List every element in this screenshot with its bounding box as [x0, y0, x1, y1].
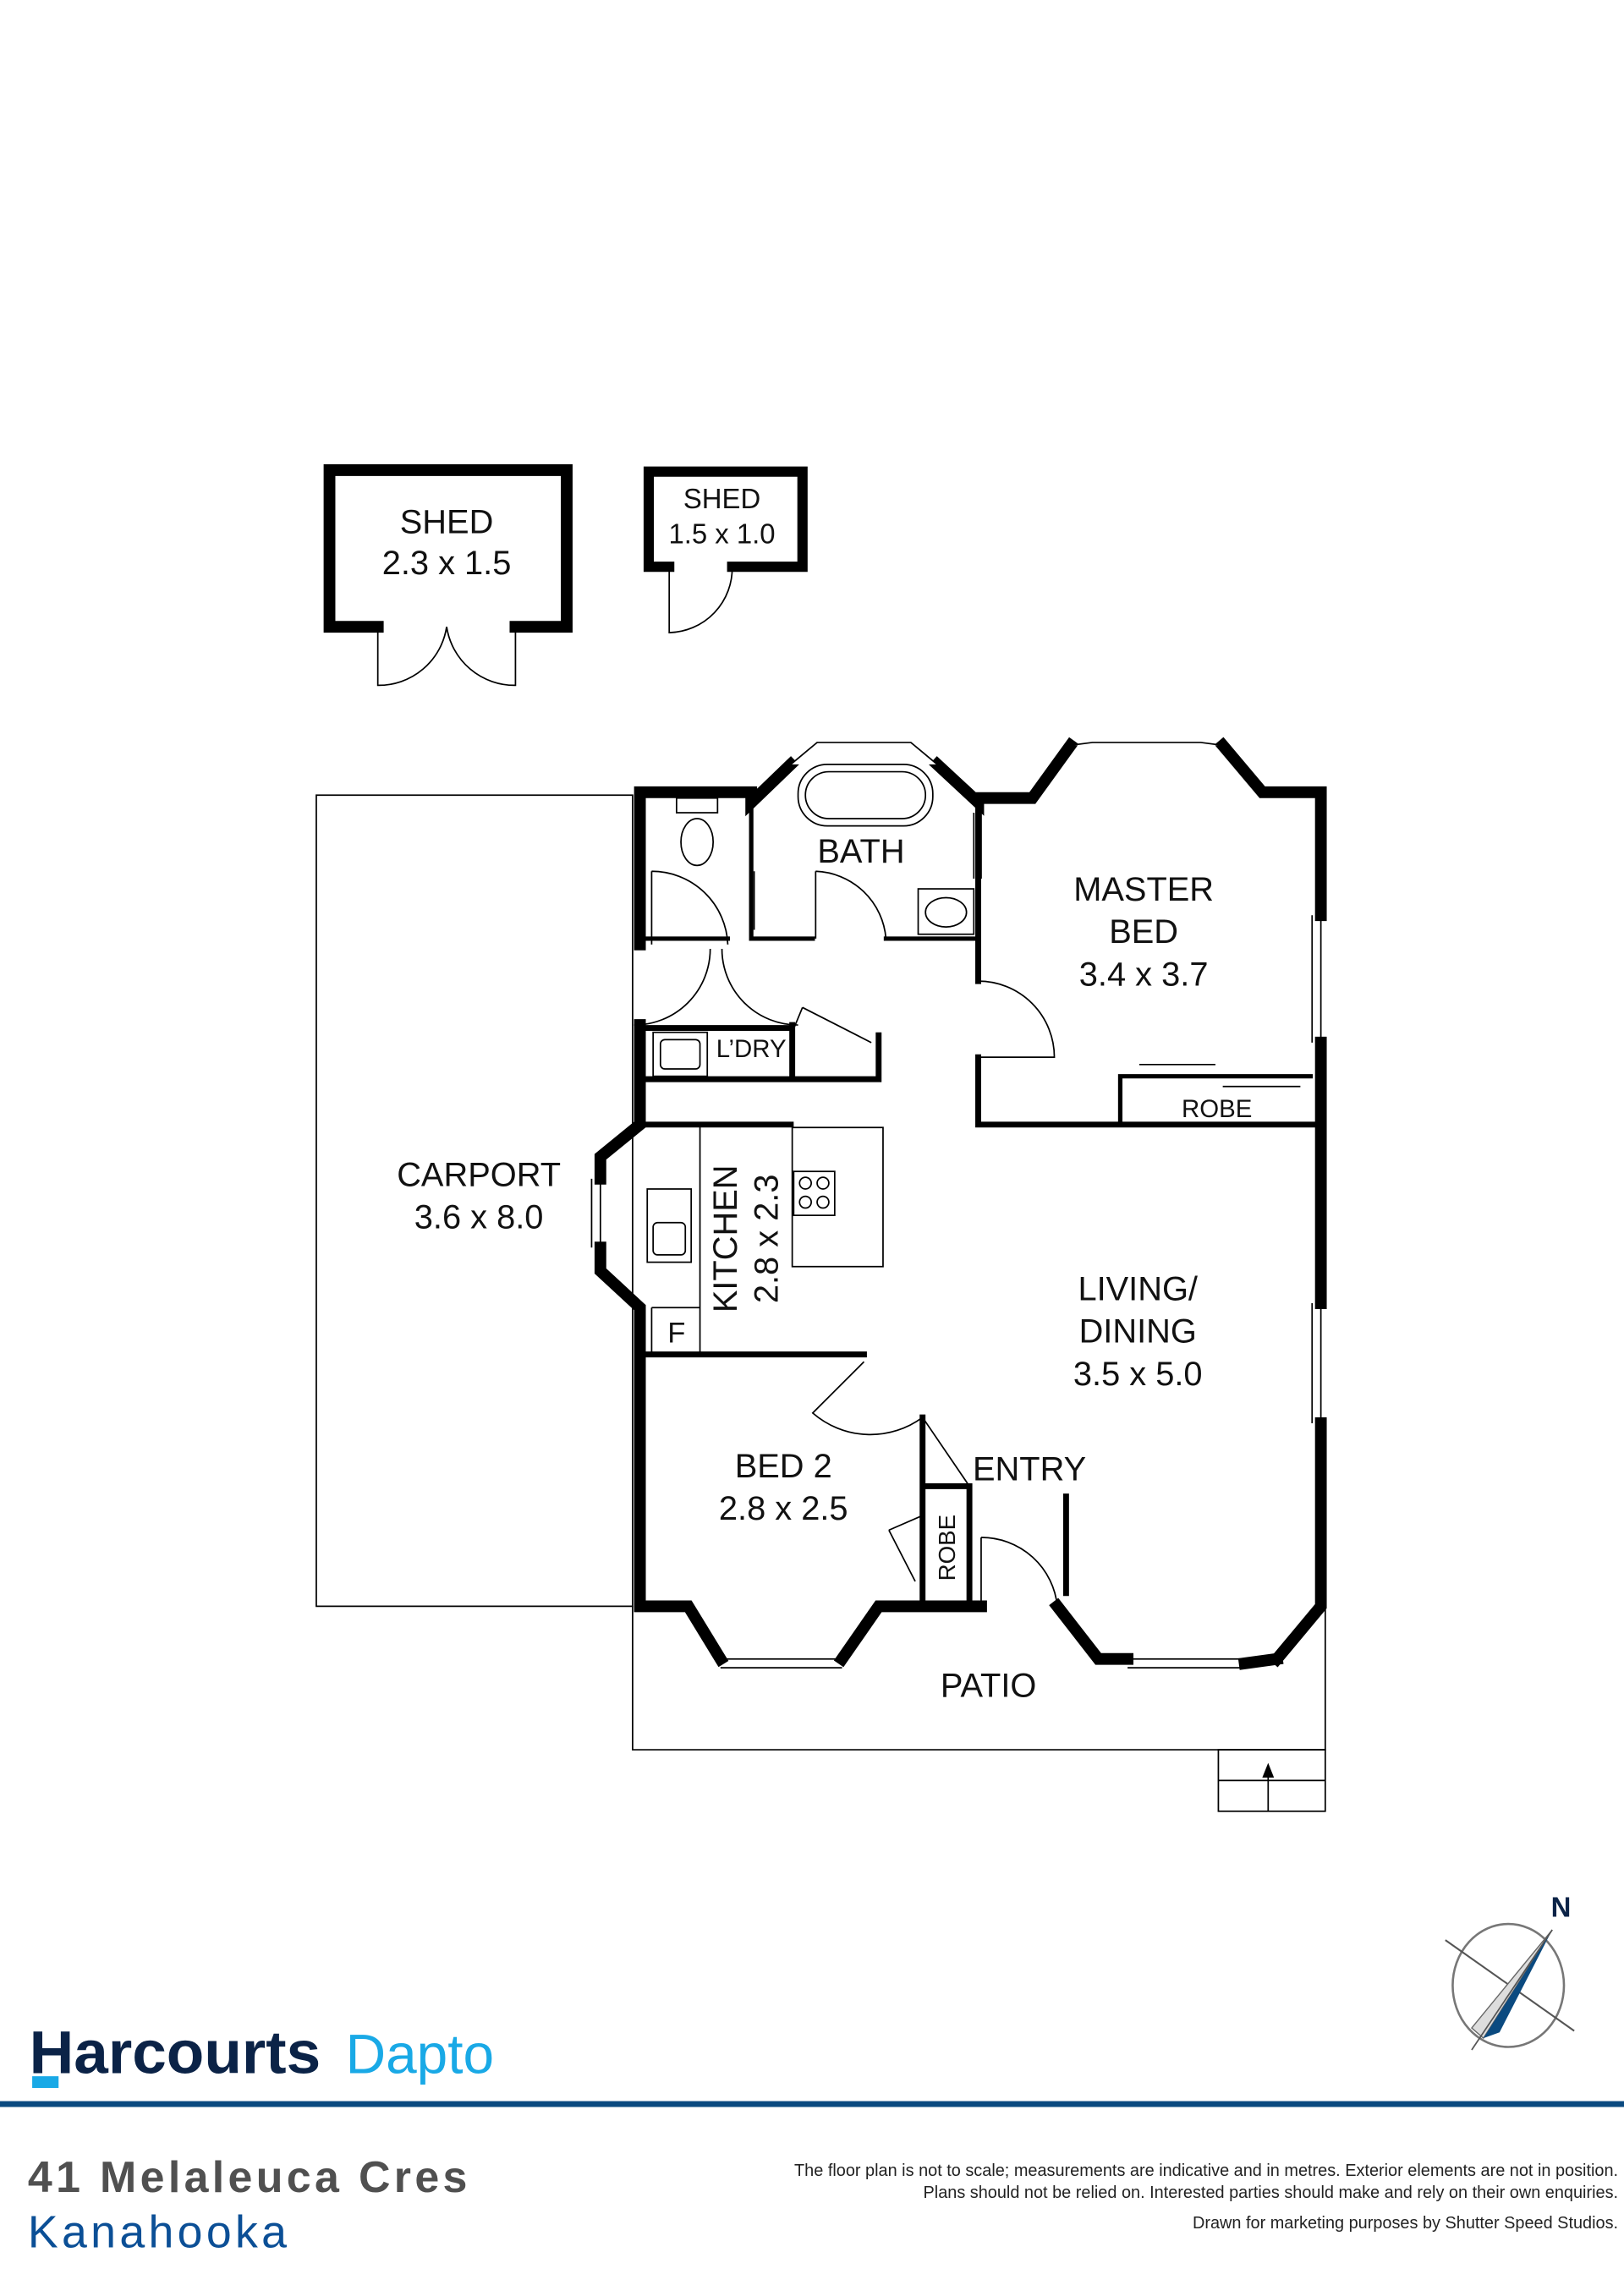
compass-icon: N — [1445, 1891, 1575, 2051]
laundry-tub-icon — [652, 1031, 709, 1077]
living-label-2: DINING — [1079, 1313, 1197, 1351]
laundry-label: L’DRY — [716, 1035, 787, 1063]
shed-2-label: SHED — [683, 483, 760, 514]
carport-size: 3.6 x 8.0 — [414, 1199, 544, 1236]
disclaimer-line-1: The floor plan is not to scale; measurem… — [794, 2162, 1618, 2180]
sink-icon — [646, 1188, 693, 1263]
master-bed-label-2: BED — [1109, 913, 1178, 951]
bathtub-icon — [797, 764, 934, 827]
fridge-label: F — [667, 1318, 685, 1350]
carport-label: CARPORT — [397, 1157, 561, 1194]
bath-label: BATH — [817, 833, 904, 870]
basin-icon — [917, 888, 975, 935]
shed-1-label: SHED — [400, 503, 494, 540]
brand-office: Dapto — [346, 2023, 495, 2085]
brand-logo: Harcourts Dapto — [30, 2020, 494, 2088]
kitchen-island — [791, 1126, 884, 1268]
address-suburb: Kanahooka — [28, 2207, 290, 2258]
shed-2: SHED 1.5 x 1.0 — [643, 466, 808, 633]
disclaimer-line-3: Drawn for marketing purposes by Shutter … — [1193, 2214, 1618, 2233]
disclaimer-line-2: Plans should not be relied on. Intereste… — [924, 2184, 1619, 2202]
fixtures — [634, 764, 1301, 1607]
living-size: 3.5 x 5.0 — [1073, 1356, 1203, 1393]
brand-accent-square — [32, 2076, 59, 2088]
master-bed-label-1: MASTER — [1073, 871, 1214, 908]
patio-label: PATIO — [941, 1668, 1037, 1705]
kitchen-size: 2.8 x 2.3 — [748, 1175, 785, 1304]
cooktop-icon — [793, 1170, 836, 1217]
interior-walls — [637, 795, 1325, 1609]
shed-1: SHED 2.3 x 1.5 — [323, 463, 573, 687]
master-bed-size: 3.4 x 3.7 — [1079, 956, 1209, 993]
bed-2-label: BED 2 — [735, 1448, 832, 1485]
shed-1-size: 2.3 x 1.5 — [382, 545, 512, 582]
master-robe-label: ROBE — [1182, 1095, 1252, 1123]
compass-north-label: N — [1551, 1891, 1572, 1922]
entry-label: ENTRY — [973, 1451, 1086, 1488]
bed-2-size: 2.8 x 2.5 — [719, 1490, 848, 1527]
divider-rule — [0, 2101, 1624, 2107]
exterior-walls — [590, 737, 1327, 1670]
shed-2-size: 1.5 x 1.0 — [668, 518, 775, 549]
living-label-1: LIVING/ — [1078, 1271, 1198, 1308]
bed-2-robe-label: ROBE — [934, 1515, 960, 1581]
address-street: 41 Melaleuca Cres — [28, 2153, 471, 2202]
kitchen-label: KITCHEN — [707, 1164, 744, 1312]
front-steps — [1217, 1749, 1326, 1812]
brand-name: Harcourts — [30, 2020, 321, 2087]
toilet-icon — [675, 797, 719, 814]
patio-outline — [632, 1606, 1326, 1751]
arrow-up-icon — [1262, 1762, 1275, 1778]
carport-outline — [315, 794, 634, 1608]
